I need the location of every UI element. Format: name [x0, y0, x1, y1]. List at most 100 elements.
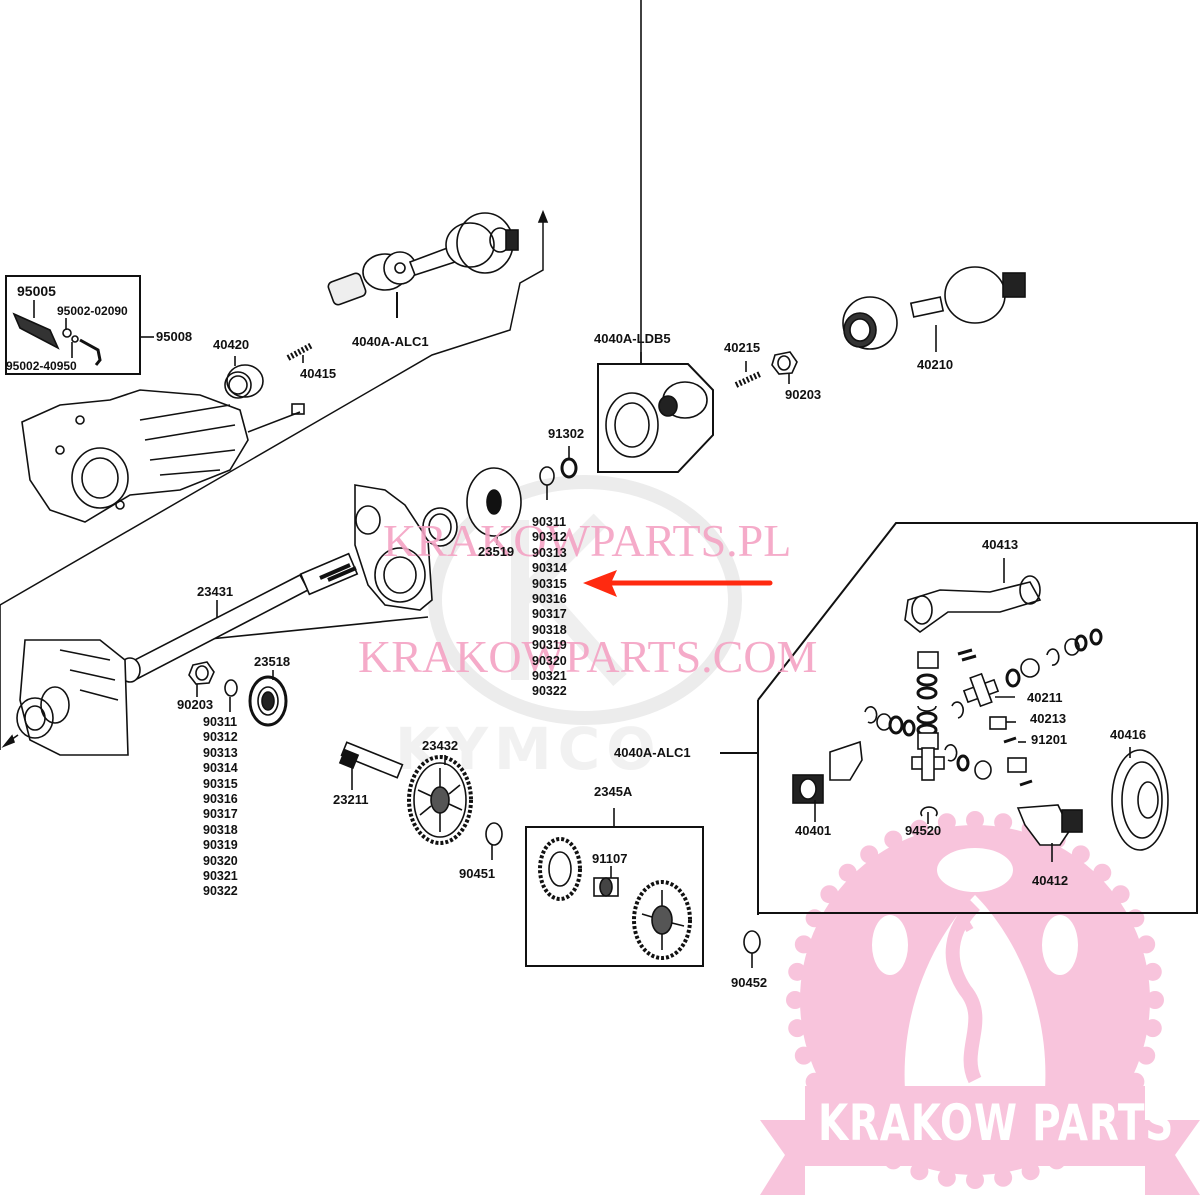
label-40213[interactable]: 40213 [1030, 711, 1067, 726]
label-40210[interactable]: 40210 [917, 357, 954, 372]
nut-90203-left [188, 661, 215, 697]
sprocket-tooth [910, 1162, 929, 1181]
label-90452[interactable]: 90452 [731, 975, 768, 990]
shim-part-number[interactable]: 90317 [532, 607, 567, 622]
shim-part-number[interactable]: 90319 [532, 638, 567, 653]
shim-part-number[interactable]: 90318 [532, 622, 567, 637]
watermark-pl: KRAKOWPARTS.PL [383, 515, 792, 566]
gearbox-housing [21, 389, 305, 523]
label-90451[interactable]: 90451 [459, 866, 496, 881]
label-90203-left[interactable]: 90203 [177, 697, 214, 712]
dragon-icon [945, 900, 983, 1084]
shim-part-number[interactable]: 90322 [532, 684, 567, 699]
nut-90203-top [771, 351, 798, 384]
kit-box-4040A-ALC1 [757, 522, 1198, 914]
kit-box-4040A-LDB5 [597, 0, 714, 473]
shim-part-number[interactable]: 90320 [532, 653, 567, 668]
label-95002-02090[interactable]: 95002-02090 [57, 304, 128, 318]
label-4040A-ALC1-mid[interactable]: 4040A-ALC1 [614, 745, 691, 760]
shim-part-number[interactable]: 90316 [532, 591, 567, 606]
shim-part-number[interactable]: 90312 [532, 530, 567, 545]
shim-part-number[interactable]: 90318 [203, 822, 238, 837]
gear-23432 [407, 755, 473, 845]
label-95008[interactable]: 95008 [156, 329, 193, 344]
shim-part-number[interactable]: 90317 [203, 807, 238, 822]
kit-box-95008 [5, 275, 141, 375]
dust-boot-40420 [224, 356, 264, 399]
drive-shaft-4040A-ALC1-top [327, 212, 519, 318]
label-4040A-LDB5[interactable]: 4040A-LDB5 [594, 331, 671, 346]
spring-40415 [286, 342, 314, 363]
shaft-23211 [338, 741, 404, 790]
label-90203-top[interactable]: 90203 [785, 387, 822, 402]
sprocket-tooth [1143, 962, 1162, 981]
sprocket-tooth [966, 1171, 984, 1189]
shim-part-number[interactable]: 90311 [203, 715, 238, 729]
label-40420[interactable]: 40420 [213, 337, 250, 352]
sprocket-tooth [1071, 845, 1090, 864]
sprocket-tooth [820, 885, 839, 904]
sprocket-tooth [1093, 863, 1112, 882]
sprocket-tooth [910, 819, 929, 838]
shim-part-number[interactable]: 90311 [532, 515, 567, 529]
label-40412[interactable]: 40412 [1032, 873, 1069, 888]
shim-part-number[interactable]: 90321 [532, 668, 567, 683]
shaft-23431 [119, 552, 359, 683]
shim-part-number[interactable]: 90314 [203, 761, 238, 776]
label-94520[interactable]: 94520 [905, 823, 942, 838]
sprocket-tooth [788, 962, 807, 981]
shim-part-number[interactable]: 90316 [203, 791, 238, 806]
ring-91302 [560, 446, 578, 479]
sprocket-tooth [994, 1168, 1013, 1187]
highlight-arrow [583, 570, 773, 597]
shim-part-number[interactable]: 90315 [532, 576, 567, 591]
watermark-com: KRAKOWPARTS.COM [358, 631, 818, 682]
label-91302[interactable]: 91302 [548, 426, 585, 441]
shim-part-number[interactable]: 90319 [203, 838, 238, 853]
label-40415[interactable]: 40415 [300, 366, 337, 381]
sprocket-tooth [860, 845, 879, 864]
label-2345A[interactable]: 2345A [594, 784, 633, 799]
shim-part-number[interactable]: 90312 [203, 730, 238, 745]
label-91107[interactable]: 91107 [592, 851, 628, 866]
sprocket-tooth [786, 991, 804, 1009]
shim-part-number[interactable]: 90314 [532, 561, 567, 576]
logo-text: KRAKOW PARTS [818, 1094, 1175, 1152]
label-40416[interactable]: 40416 [1110, 727, 1147, 742]
oil-seal-23518 [248, 670, 288, 727]
shim-part-number[interactable]: 90315 [203, 776, 238, 791]
label-23518[interactable]: 23518 [254, 654, 291, 669]
shim-part-number[interactable]: 90321 [203, 868, 238, 883]
shim-part-number[interactable]: 90313 [532, 545, 567, 560]
label-95002-40950[interactable]: 95002-40950 [6, 359, 77, 373]
label-40413[interactable]: 40413 [982, 537, 1019, 552]
housing-cover [354, 484, 458, 611]
label-23519[interactable]: 23519 [478, 544, 515, 559]
label-40215[interactable]: 40215 [724, 340, 761, 355]
oil-seal-23519 [466, 467, 522, 545]
label-91201[interactable]: 91201 [1031, 732, 1068, 747]
shim-part-number[interactable]: 90313 [203, 745, 238, 760]
sprocket-tooth [1137, 1046, 1156, 1065]
sprocket-tooth [937, 1168, 956, 1187]
sprocket-tooth [1111, 885, 1130, 904]
label-40211[interactable]: 40211 [1027, 690, 1063, 705]
sprocket-tooth [966, 811, 984, 829]
sprocket-tooth [838, 863, 857, 882]
label-23211[interactable]: 23211 [333, 792, 369, 807]
sprocket-tooth [1143, 1019, 1162, 1038]
sprocket-tooth [1021, 1162, 1040, 1181]
label-23431[interactable]: 23431 [197, 584, 234, 599]
sprocket-tooth [788, 1019, 807, 1038]
sprocket-tooth [794, 935, 813, 954]
label-40401[interactable]: 40401 [795, 823, 832, 838]
shim-part-number[interactable]: 90322 [203, 884, 238, 899]
label-95005[interactable]: 95005 [17, 283, 56, 299]
label-23432[interactable]: 23432 [422, 738, 459, 753]
shim-part-number[interactable]: 90320 [203, 853, 238, 868]
label-4040A-ALC1-top[interactable]: 4040A-ALC1 [352, 334, 429, 349]
